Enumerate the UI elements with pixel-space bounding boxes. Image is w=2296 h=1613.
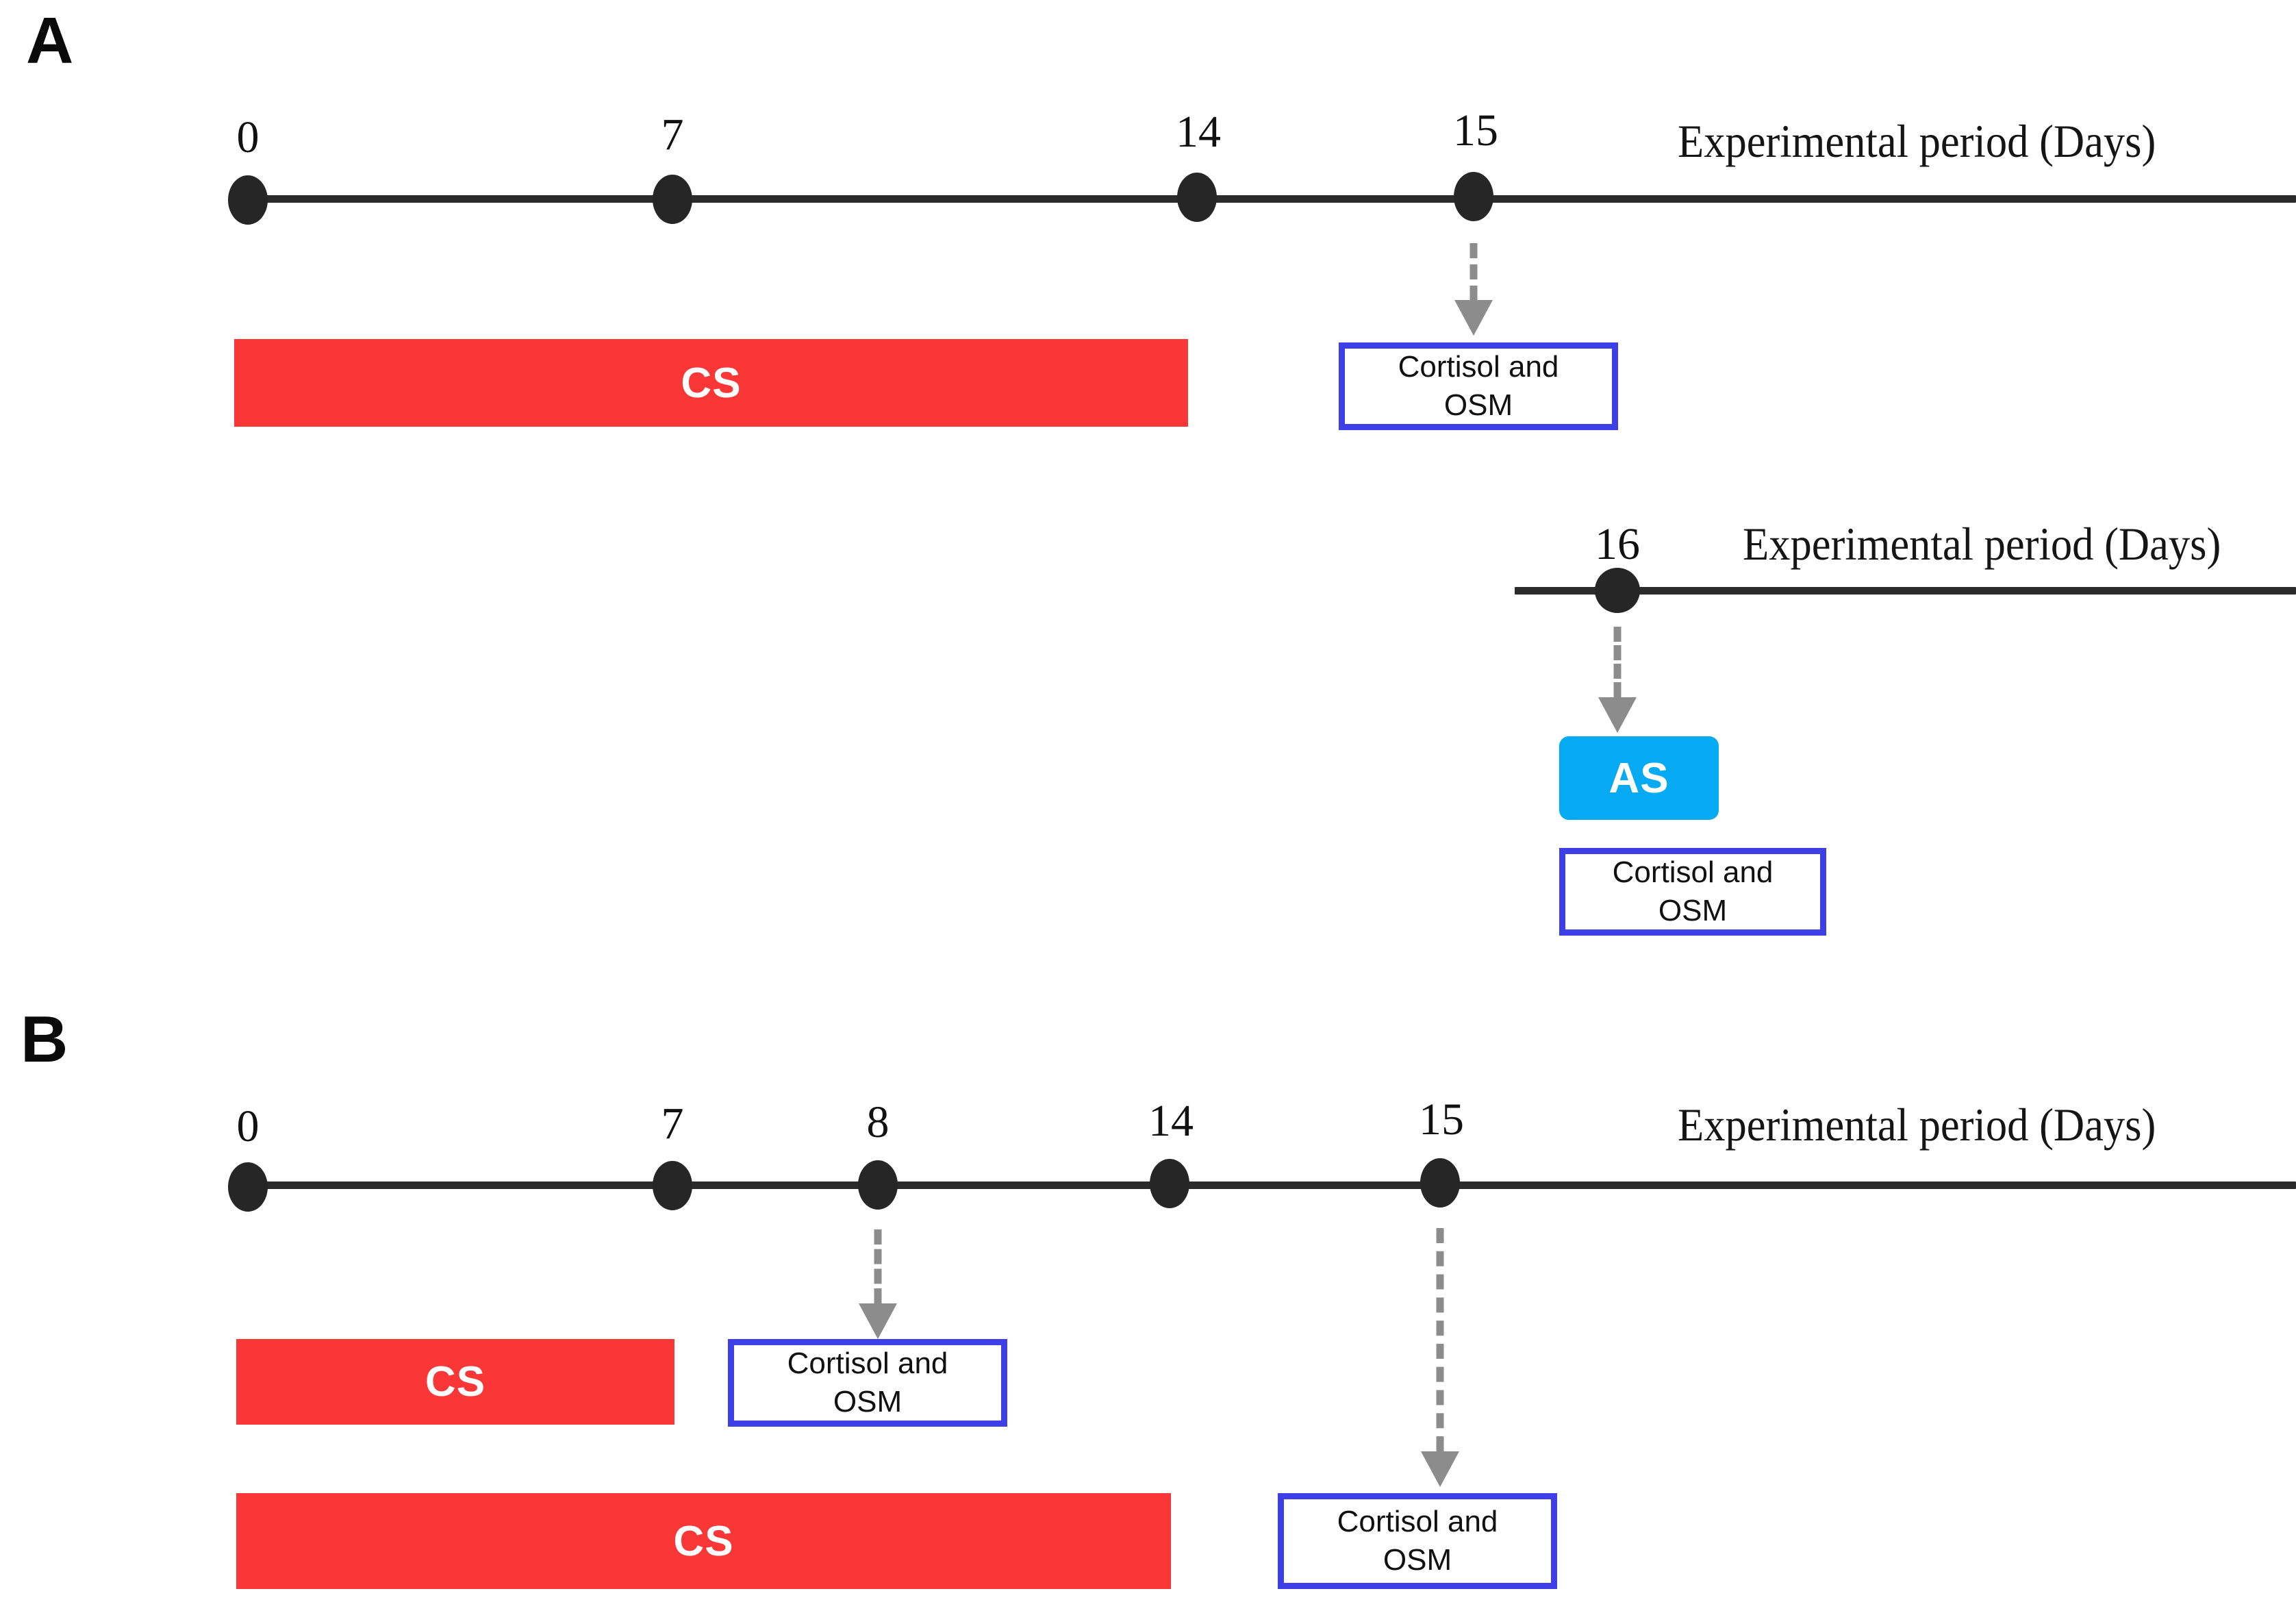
day-label-7-a: 7 <box>661 110 684 160</box>
timeline-dot-day-14-a[interactable] <box>1177 173 1217 222</box>
timeline-axis-a-second <box>1515 587 2296 595</box>
measure-box-line-2: OSM <box>833 1385 903 1418</box>
day-label-14-b: 14 <box>1148 1096 1194 1146</box>
timeline-dot-day-0-b[interactable] <box>228 1162 268 1212</box>
day-label-15-a: 15 <box>1453 105 1498 155</box>
day-label-15-b: 15 <box>1419 1095 1464 1145</box>
day-label-16-a: 16 <box>1595 519 1640 569</box>
axis-title-a-second: Experimental period (Days) <box>1743 518 2221 570</box>
measure-box-line-1: Cortisol and <box>1398 349 1559 384</box>
measure-box-cortisol-osm-a-day16[interactable]: Cortisol and OSM <box>1559 848 1826 936</box>
timeline-axis-a-main <box>233 195 2296 203</box>
timeline-dot-day-7-a[interactable] <box>653 175 692 224</box>
day-label-0-a: 0 <box>236 112 260 162</box>
measure-box-line-1: Cortisol and <box>1337 1504 1498 1538</box>
measure-box-cortisol-osm-b-day15[interactable]: Cortisol and OSM <box>1278 1493 1557 1589</box>
timeline-dot-day-7-b[interactable] <box>653 1161 692 1210</box>
treatment-bar-as-a[interactable]: AS <box>1559 736 1719 820</box>
timeline-axis-b-main <box>233 1181 2296 1189</box>
measure-box-line-2: OSM <box>1658 894 1728 927</box>
dashed-arrow-day-15-a <box>1453 243 1494 336</box>
panel-label-a: A <box>26 4 73 77</box>
treatment-bar-cs-a[interactable]: CS <box>234 339 1188 427</box>
day-label-0-b: 0 <box>236 1101 260 1151</box>
timeline-dot-day-15-a[interactable] <box>1454 172 1493 221</box>
day-label-8-b: 8 <box>866 1097 890 1147</box>
timeline-dot-day-16-a[interactable] <box>1595 568 1640 613</box>
dashed-arrow-day-16-a <box>1597 627 1638 733</box>
timeline-dot-day-0-a[interactable] <box>228 175 268 225</box>
timeline-dot-day-8-b[interactable] <box>858 1160 898 1210</box>
treatment-bar-label: CS <box>681 359 742 407</box>
treatment-bar-label: CS <box>425 1358 486 1405</box>
panel-label-b: B <box>21 1003 68 1076</box>
measure-box-line-2: OSM <box>1443 388 1513 422</box>
dashed-arrow-day-8-b <box>857 1229 898 1339</box>
measure-box-cortisol-osm-a-day15[interactable]: Cortisol and OSM <box>1339 342 1618 430</box>
dashed-arrow-day-15-b <box>1420 1228 1461 1487</box>
measure-box-line-2: OSM <box>1383 1543 1452 1577</box>
timeline-dot-day-15-b[interactable] <box>1420 1158 1460 1208</box>
measure-box-line-1: Cortisol and <box>787 1346 948 1380</box>
treatment-bar-label: CS <box>673 1517 734 1565</box>
measure-box-line-1: Cortisol and <box>1612 855 1774 889</box>
timeline-dot-day-14-b[interactable] <box>1150 1159 1189 1208</box>
treatment-bar-cs-b-second[interactable]: CS <box>236 1493 1171 1589</box>
day-label-7-b: 7 <box>661 1099 684 1149</box>
treatment-bar-label: AS <box>1609 754 1669 802</box>
day-label-14-a: 14 <box>1176 107 1221 157</box>
axis-title-a-main: Experimental period (Days) <box>1678 115 2156 167</box>
treatment-bar-cs-b-first[interactable]: CS <box>236 1339 674 1425</box>
axis-title-b-main: Experimental period (Days) <box>1678 1099 2156 1151</box>
measure-box-cortisol-osm-b-day8[interactable]: Cortisol and OSM <box>728 1339 1007 1427</box>
